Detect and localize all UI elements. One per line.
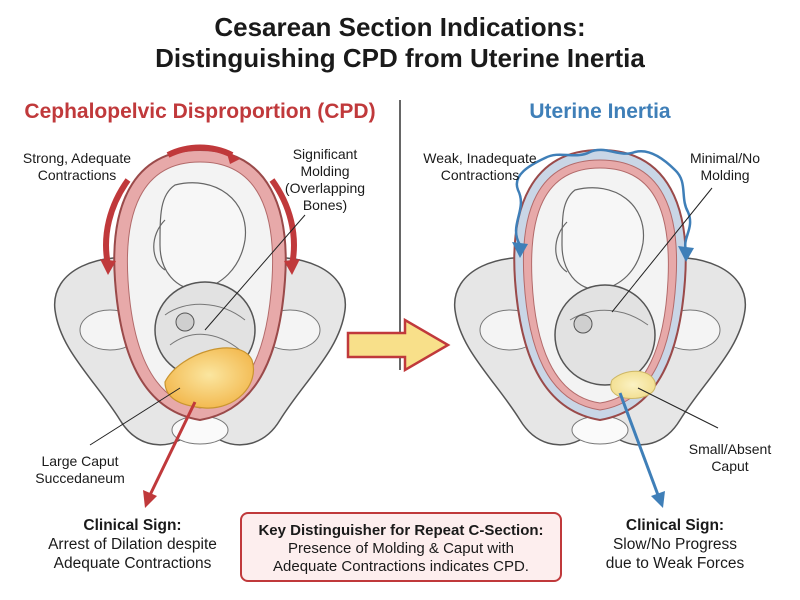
inertia-caput	[610, 370, 656, 399]
comparison-arrow	[346, 317, 451, 373]
cpd-sign-title: Clinical Sign:	[83, 517, 182, 534]
cpd-heading: Cephalopelvic Disproportion (CPD)	[24, 100, 376, 123]
title-line-2: Distinguishing CPD from Uterine Inertia	[155, 43, 645, 73]
key-text-line-1: Presence of Molding & Caput with	[288, 540, 514, 557]
cpd-arrowheads	[100, 150, 300, 275]
inertia-arrowheads	[512, 242, 694, 262]
inertia-clinical-sign: Clinical Sign: Slow/No Progress due to W…	[580, 516, 770, 573]
title-line-1: Cesarean Section Indications:	[214, 12, 586, 42]
inertia-molding-label: Minimal/No Molding	[689, 150, 760, 183]
cpd-contractions-label: Strong, Adequate Contractions	[22, 150, 132, 183]
inertia-heading: Uterine Inertia	[529, 100, 671, 123]
inertia-outcome-arrow	[618, 392, 665, 508]
cpd-outcome-arrow	[143, 401, 197, 508]
diagram-title: Cesarean Section Indications: Distinguis…	[0, 12, 800, 74]
inertia-contractions-label: Weak, Inadequate Contractions	[423, 150, 537, 183]
cpd-contraction-arrows	[103, 144, 297, 266]
inertia-leader-lines	[611, 187, 719, 429]
cpd-molding-label: Significant Molding (Overlapping Bones)	[284, 146, 366, 213]
inertia-sign-title: Clinical Sign:	[625, 517, 725, 534]
inertia-contraction-arrows	[514, 148, 692, 251]
cpd-clinical-sign: Clinical Sign: Arrest of Dilation despit…	[25, 516, 240, 573]
key-title: Key Distinguisher for Repeat C-Section:	[258, 522, 544, 539]
cpd-caput-label: Large Caput Succedaneum	[35, 453, 125, 486]
cpd-leader-lines	[89, 214, 306, 446]
cpd-caput	[164, 347, 255, 409]
inertia-caput-label: Small/Absent Caput	[688, 441, 772, 474]
key-distinguisher-box: Key Distinguisher for Repeat C-Section: …	[240, 512, 562, 582]
key-text-line-2: Adequate Contractions indicates CPD.	[273, 558, 529, 575]
inertia-fetus	[554, 187, 656, 386]
